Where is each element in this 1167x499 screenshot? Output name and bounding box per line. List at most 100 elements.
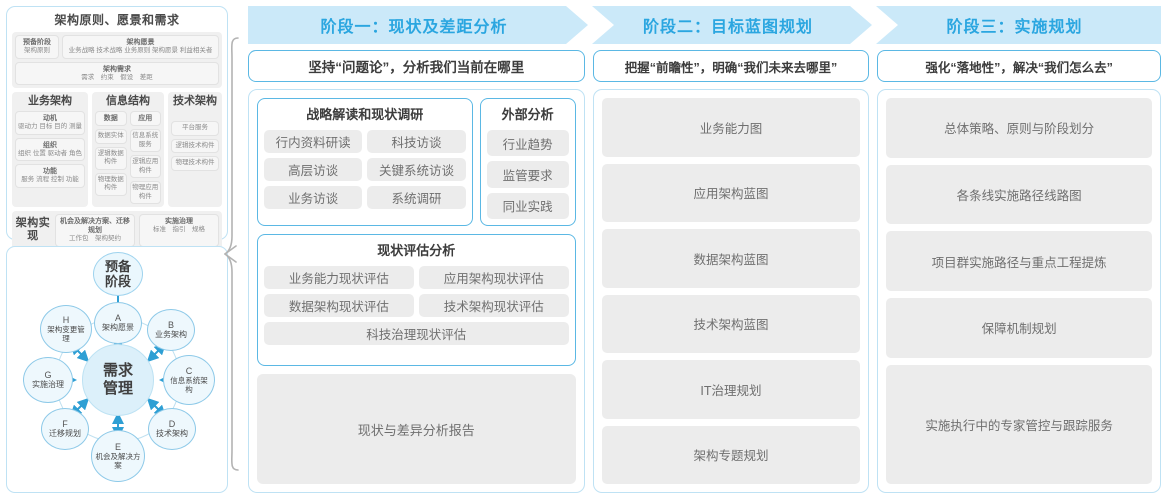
adm-node-g-label: 实施治理 (32, 380, 64, 389)
togaf-cell-vision: 架构愿景 业务战略 技术战略 业务原则 架构愿景 利益相关者 (62, 35, 219, 59)
chip-business-interview[interactable]: 业务访谈 (264, 186, 363, 209)
togaf-information-subcols: 数据 数据实体 逻辑数据构件 物理数据构件 应用 信息系统服务 逻辑应用构件 物… (95, 111, 161, 204)
togaf-business-organization: 组织 组织 位置 驱动者 角色 (15, 137, 85, 161)
group-strategy-row-3: 业务访谈 系统调研 (264, 186, 466, 209)
tile-data-arch-blueprint[interactable]: 数据架构蓝图 (601, 229, 861, 288)
tile-arch-topic-plan[interactable]: 架构专题规划 (601, 425, 861, 484)
phase-chevron-row: 阶段一：现状及差距分析 阶段二：目标蓝图规划 阶段三：实施规划 (248, 6, 1161, 46)
togaf-domain-information-title: 信息结构 (106, 95, 150, 107)
adm-node-center: 需求 管理 (82, 344, 154, 416)
togaf-app-service: 信息系统服务 (129, 129, 161, 152)
tile-tech-arch-blueprint[interactable]: 技术架构蓝图 (601, 294, 861, 353)
adm-node-c: C 信息系统架构 (163, 355, 215, 405)
chip-peer-practice[interactable]: 同业实践 (486, 192, 569, 219)
phase-3-subtitle: 强化“落地性”，解决“我们怎么去” (877, 50, 1161, 82)
adm-node-c-label: 信息系统架构 (170, 375, 208, 395)
chip-system-survey[interactable]: 系统调研 (367, 186, 466, 209)
togaf-business-organization-head: 组织 (43, 141, 57, 149)
group-strategy-research: 战略解读和现状调研 行内资料研读 科技访谈 高层访谈 关键系统访谈 业务访谈 (257, 98, 473, 226)
togaf-cell-vision-items: 业务战略 技术战略 业务原则 架构愿景 利益相关者 (68, 47, 213, 54)
phase-1-body: 战略解读和现状调研 行内资料研读 科技访谈 高层访谈 关键系统访谈 业务访谈 (248, 89, 585, 493)
adm-node-h-label: 架构变更管理 (47, 324, 85, 344)
togaf-cell-prelim-head: 预备阶段 (23, 39, 51, 46)
chip-tech-governance-assessment[interactable]: 科技治理现状评估 (264, 322, 569, 345)
tile-it-governance-plan[interactable]: IT治理规划 (601, 360, 861, 419)
group-external-analysis-title: 外部分析 (501, 107, 554, 122)
adm-node-h: H 架构变更管理 (40, 305, 92, 353)
togaf-domain-information: 信息结构 数据 数据实体 逻辑数据构件 物理数据构件 应用 信息系统服务 逻辑应… (92, 92, 164, 207)
togaf-impl-opportunity-items: 工作包 架构契约 (69, 235, 121, 242)
chip-key-system-interview[interactable]: 关键系统访谈 (367, 158, 466, 181)
tile-overall-strategy[interactable]: 总体策略、原则与阶段划分 (886, 98, 1152, 158)
togaf-information-app-col: 应用 信息系统服务 逻辑应用构件 物理应用构件 (129, 111, 161, 204)
togaf-data-physical: 物理数据构件 (95, 172, 127, 196)
phase-chevron-2[interactable]: 阶段二：目标蓝图规划 (592, 6, 872, 44)
togaf-domain-technology: 技术架构 平台服务 逻辑技术构件 物理技术构件 (168, 92, 222, 207)
togaf-cell-arch-req: 架构需求 需求 约束 假设 差距 (15, 61, 219, 85)
phase-2-item-list: 业务能力图 应用架构蓝图 数据架构蓝图 技术架构蓝图 IT治理规划 架构专题规划 (601, 98, 861, 484)
togaf-cell-arch-req-items: 需求 约束 假设 差距 (81, 73, 153, 81)
group-external-analysis: 外部分析 行业趋势 监管要求 同业实践 (479, 98, 576, 226)
togaf-app-head-text: 应用 (138, 115, 153, 122)
chip-regulatory-requirement[interactable]: 监管要求 (486, 161, 569, 188)
tile-business-capability-map[interactable]: 业务能力图 (601, 98, 861, 157)
togaf-business-motivation-items: 驱动力 目标 目的 测量 (18, 123, 82, 130)
chip-executive-interview[interactable]: 高层访谈 (264, 158, 363, 181)
adm-node-f-label: 迁移规划 (49, 429, 81, 438)
togaf-business-function: 功能 服务 流程 控制 功能 (15, 164, 85, 188)
togaf-tech-platform: 平台服务 (171, 121, 219, 136)
togaf-business-organization-items: 组织 位置 驱动者 角色 (18, 149, 82, 157)
tile-assurance-mechanism[interactable]: 保障机制规划 (886, 298, 1152, 358)
phase-1-subtitle: 坚持“问题论”，分析我们当前在哪里 (248, 50, 585, 82)
phase-columns: 坚持“问题论”，分析我们当前在哪里 战略解读和现状调研 行内资料研读 科技访谈 … (248, 50, 1161, 493)
brace-connector (224, 37, 239, 471)
togaf-business-function-items: 服务 流程 控制 功能 (21, 176, 79, 183)
togaf-cell-prelim: 预备阶段 架构原则 (15, 35, 59, 59)
phase-chevron-1[interactable]: 阶段一：现状及差距分析 (248, 6, 588, 44)
togaf-impl-governance: 实施治理 标准 指引 规格 (139, 214, 219, 247)
togaf-business-function-head: 功能 (43, 168, 57, 175)
group-strategy-row-2: 高层访谈 关键系统访谈 (264, 158, 466, 181)
adm-node-a: A 架构愿景 (94, 302, 142, 344)
group-current-state-assessment: 现状评估分析 业务能力现状评估 应用架构现状评估 数据架构现状评估 技术架构现状… (257, 234, 576, 366)
togaf-data-entity: 数据实体 (95, 129, 127, 144)
togaf-implementation-block: 架构实现 机会及解决方案、迁移规划 工作包 架构契约 实施治理 标准 指引 规格 (12, 211, 222, 250)
adm-node-prelim-line2: 阶段 (104, 274, 131, 289)
phase-1-top-groups: 战略解读和现状调研 行内资料研读 科技访谈 高层访谈 关键系统访谈 业务访谈 (257, 98, 576, 226)
tile-line-roadmap[interactable]: 各条线实施路径线路图 (886, 164, 1152, 225)
phase-chevron-3[interactable]: 阶段三：实施规划 (876, 6, 1161, 44)
togaf-requirements-block: 预备阶段 架构原则 架构愿景 业务战略 技术战略 业务原则 架构愿景 利益相关者… (12, 32, 222, 88)
togaf-impl-governance-head: 实施治理 (165, 218, 193, 225)
chip-industry-trend[interactable]: 行业趋势 (486, 130, 569, 157)
chip-tech-arch-assessment[interactable]: 技术架构现状评估 (418, 294, 569, 317)
chip-internal-material-study[interactable]: 行内资料研读 (264, 130, 363, 153)
adm-node-g-letter: G (44, 370, 52, 380)
chip-application-arch-assessment[interactable]: 应用架构现状评估 (418, 266, 569, 289)
chip-business-capability-assessment[interactable]: 业务能力现状评估 (264, 266, 414, 289)
phase-column-3: 强化“落地性”，解决“我们怎么去” 总体策略、原则与阶段划分 各条线实施路径线路… (877, 50, 1161, 493)
tile-application-arch-blueprint[interactable]: 应用架构蓝图 (601, 163, 861, 222)
togaf-business-motivation: 动机 驱动力 目标 目的 测量 (15, 111, 85, 135)
phase-column-1: 坚持“问题论”，分析我们当前在哪里 战略解读和现状调研 行内资料研读 科技访谈 … (248, 50, 585, 493)
togaf-tech-physical: 物理技术构件 (171, 156, 219, 171)
adm-node-b: B 业务架构 (147, 309, 195, 351)
togaf-app-logical: 逻辑应用构件 (129, 155, 161, 178)
chip-data-arch-assessment[interactable]: 数据架构现状评估 (264, 294, 414, 317)
tile-expert-tracking-service[interactable]: 实施执行中的专家管控与跟踪服务 (886, 364, 1152, 485)
adm-node-center-line2: 管理 (102, 380, 133, 397)
togaf-implementation-label: 架构实现 (15, 217, 51, 243)
left-column: 架构原则、愿景和需求 预备阶段 架构原则 架构愿景 业务战略 技术战略 业务原则… (6, 6, 228, 493)
chip-tech-interview[interactable]: 科技访谈 (367, 130, 466, 153)
group-strategy-research-title: 战略解读和现状调研 (306, 107, 424, 122)
togaf-content-framework: 架构原则、愿景和需求 预备阶段 架构原则 架构愿景 业务战略 技术战略 业务原则… (6, 6, 228, 250)
phase-3-body: 总体策略、原则与阶段划分 各条线实施路径线路图 项目群实施路径与重点工程提炼 保… (877, 89, 1161, 493)
togaf-title: 架构原则、愿景和需求 (54, 13, 180, 27)
togaf-cell-vision-head: 架构愿景 (126, 39, 155, 46)
tile-program-path[interactable]: 项目群实施路径与重点工程提炼 (886, 231, 1152, 292)
adm-node-f: F 迁移规划 (41, 408, 89, 450)
adm-node-d: D 技术架构 (148, 408, 196, 450)
togaf-information-data-col: 数据 数据实体 逻辑数据构件 物理数据构件 (95, 111, 127, 204)
phase-1-report[interactable]: 现状与差异分析报告 (257, 374, 576, 484)
adm-node-d-label: 技术架构 (156, 429, 188, 438)
